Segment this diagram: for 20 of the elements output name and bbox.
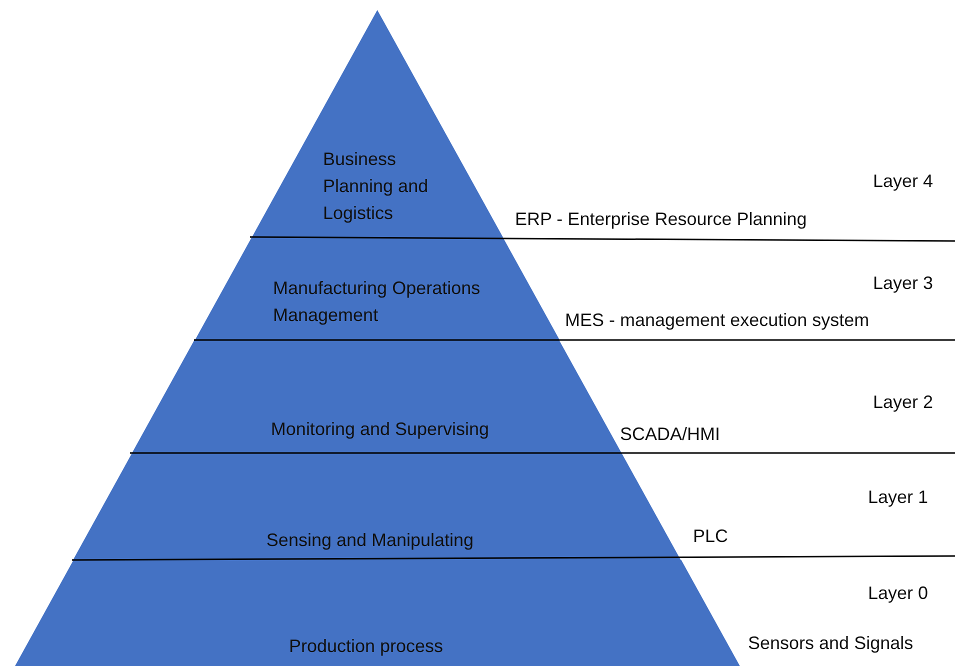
pyramid-layer (252, 10, 503, 237)
layer-number: Layer 3 (873, 272, 934, 294)
system-label: SCADA/HMI (620, 423, 720, 445)
pyramid-layer (194, 237, 560, 340)
layer-number: Layer 2 (873, 391, 934, 413)
system-label: ERP - Enterprise Resource Planning (515, 208, 807, 230)
layer-number: Layer 4 (873, 170, 934, 192)
layer-label: Manufacturing Operations Management (273, 277, 482, 327)
layer-label: Business Planning and Logistics (323, 148, 430, 225)
system-label: MES - management execution system (565, 309, 870, 331)
system-label: Sensors and Signals (748, 632, 914, 654)
pyramid-layer (132, 340, 622, 453)
layer-label: Production process (288, 635, 444, 658)
layer-number: Layer 1 (868, 486, 928, 508)
layer-label: Monitoring and Supervising (270, 418, 490, 441)
layer-label: Sensing and Manipulating (265, 529, 475, 552)
layer-number: Layer 0 (868, 582, 928, 604)
system-label: PLC (693, 525, 728, 547)
pyramid-layer (14, 560, 740, 666)
pyramid-layer (73, 453, 682, 560)
